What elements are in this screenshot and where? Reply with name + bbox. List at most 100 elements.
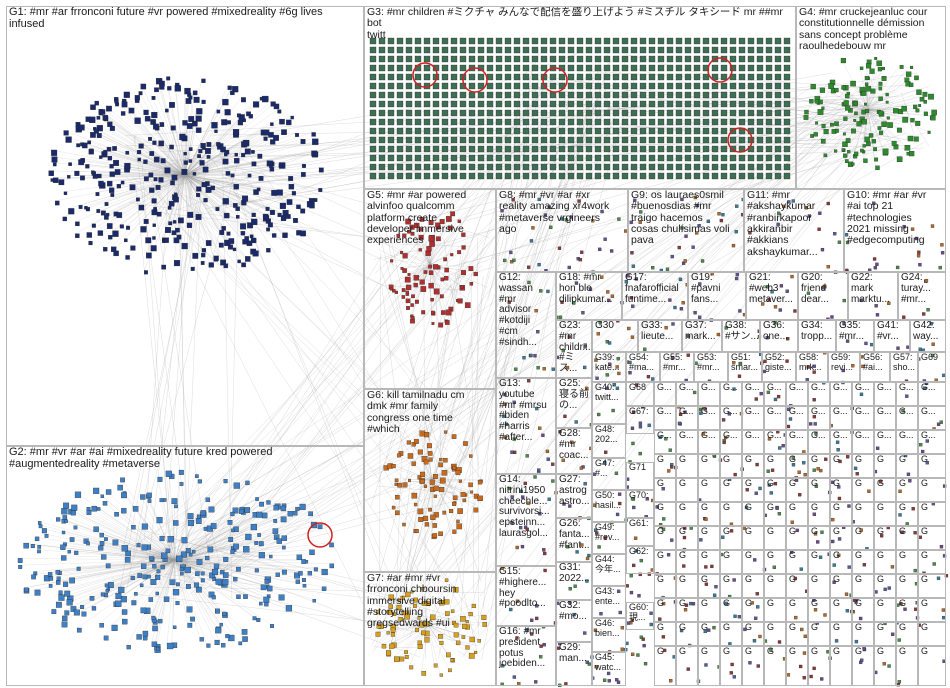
small-group-panel: G — [698, 526, 720, 550]
small-group-label: G — [833, 647, 840, 657]
small-group-panel: G — [764, 622, 786, 646]
group-panel-g41: G41: #vr... — [874, 320, 910, 352]
small-group-panel: G... — [830, 382, 852, 406]
small-group-label: G — [723, 527, 730, 537]
small-group-panel: G — [918, 454, 946, 478]
group-label-g52: G52: giste... — [765, 353, 792, 372]
small-group-label: G... — [657, 431, 672, 441]
small-group-panel: G — [742, 574, 764, 598]
small-group-panel: G — [874, 526, 896, 550]
group-label-g69: G69 — [921, 353, 938, 363]
small-group-label: G — [855, 575, 862, 585]
group-panel-g50: G50: hasil... — [592, 490, 626, 522]
small-group-panel: G — [896, 454, 918, 478]
small-group-panel: G — [720, 526, 742, 550]
small-group-panel: G... — [676, 406, 698, 430]
small-group-label: G — [833, 623, 840, 633]
small-group-panel: G — [742, 454, 764, 478]
small-group-panel: G — [720, 454, 742, 478]
group-panel-g70: G70: — [626, 490, 654, 518]
group-label-g11: G11: #mr #akshaykumar #ranbirkapoor akki… — [747, 190, 818, 258]
small-group-panel: G — [874, 454, 896, 478]
small-group-label: G — [767, 551, 774, 561]
small-group-label: G — [877, 623, 884, 633]
small-group-label: G — [811, 479, 818, 489]
group-panel-g4: G4: #mr cruckejeanluc cour constitutionn… — [796, 6, 946, 189]
small-group-label: G... — [701, 383, 716, 393]
small-group-panel: G... — [852, 382, 874, 406]
group-panel-g56: G56: #ai... — [860, 352, 890, 382]
small-group-panel: G — [698, 622, 720, 646]
small-group-panel: G... — [720, 406, 742, 430]
group-label-g40: G40: twitt... — [595, 383, 619, 402]
small-group-panel: G — [676, 526, 698, 550]
small-group-label: G — [723, 479, 730, 489]
small-group-label: G — [811, 527, 818, 537]
small-group-panel: G — [918, 598, 946, 622]
small-group-label: G... — [767, 383, 782, 393]
group-label-g54: G54: #ma... — [629, 353, 654, 372]
small-group-panel: G — [830, 454, 852, 478]
group-panel-g51: G51: smar... — [728, 352, 762, 382]
group-label-g49: G49: #rev... — [595, 523, 619, 542]
small-group-panel: G — [764, 574, 786, 598]
group-panel-g18: G18: #mr hon ble dilipkumar... — [556, 272, 622, 320]
group-label-g6: G6: kill tamilnadu cm dmk #mr family con… — [367, 390, 464, 435]
group-panel-g3: G3: #mr children #ミクチャ みんなで配信を盛り上げよう #ミス… — [364, 6, 796, 189]
small-group-label: G — [855, 599, 862, 609]
group-panel-g58: G58: mrk... — [796, 352, 828, 382]
small-group-panel: G — [786, 502, 808, 526]
small-group-label: G — [745, 503, 752, 513]
small-group-label: G — [701, 599, 708, 609]
small-group-label: G — [877, 527, 884, 537]
small-group-panel: G — [896, 646, 918, 686]
group-panel-g17: G17: fnafarofficial funtime... — [622, 272, 688, 320]
small-group-panel: G — [874, 550, 896, 574]
small-group-panel: G — [698, 646, 720, 686]
small-group-label: G — [745, 455, 752, 465]
small-group-label: G... — [657, 407, 672, 417]
small-group-panel: G — [896, 526, 918, 550]
small-group-label: G... — [833, 383, 848, 393]
small-group-label: G — [657, 647, 664, 657]
small-group-panel: G — [698, 478, 720, 502]
group-label-g43: G43: ente... — [595, 587, 620, 606]
small-group-panel: G — [698, 550, 720, 574]
node — [643, 644, 646, 647]
small-group-panel: G — [742, 478, 764, 502]
small-group-panel: G — [918, 502, 946, 526]
small-group-label: G — [745, 551, 752, 561]
small-group-label: G... — [789, 431, 804, 441]
small-group-label: G... — [921, 407, 936, 417]
small-group-panel: G — [654, 598, 676, 622]
small-group-label: G — [701, 623, 708, 633]
small-group-label: G — [833, 455, 840, 465]
small-group-label: G... — [877, 431, 892, 441]
small-group-label: G — [833, 599, 840, 609]
group-label-g32: G32: #mo... — [559, 601, 587, 623]
small-group-label: G — [789, 575, 796, 585]
group-label-g8: G8: #mr #vr #ar #xr reality amazing xr4w… — [499, 190, 609, 235]
small-group-panel: G — [808, 454, 830, 478]
small-group-label: G — [811, 647, 818, 657]
small-group-label: G... — [899, 383, 914, 393]
small-group-label: G — [745, 527, 752, 537]
small-group-label: G... — [811, 431, 826, 441]
small-group-label: G... — [855, 407, 870, 417]
group-panel-g8: G8: #mr #vr #ar #xr reality amazing xr4w… — [496, 189, 628, 272]
small-group-label: G — [899, 455, 906, 465]
small-group-panel: G — [786, 478, 808, 502]
group-label-g20: G20: friend dear... — [801, 273, 829, 305]
small-group-label: G — [899, 479, 906, 489]
group-label-g22: G22: mark marktu... — [851, 273, 890, 305]
small-group-label: G... — [679, 431, 694, 441]
small-group-label: G — [723, 455, 730, 465]
small-group-label: G — [899, 623, 906, 633]
small-group-label: G — [767, 647, 774, 657]
small-group-panel: G — [742, 598, 764, 622]
small-group-panel: G — [698, 574, 720, 598]
group-label-g12: G12: wassan #mr advisor #kotdiji #cm #si… — [499, 273, 537, 349]
small-group-label: G — [701, 527, 708, 537]
small-group-label: G — [877, 647, 884, 657]
small-group-panel: G — [918, 526, 946, 550]
